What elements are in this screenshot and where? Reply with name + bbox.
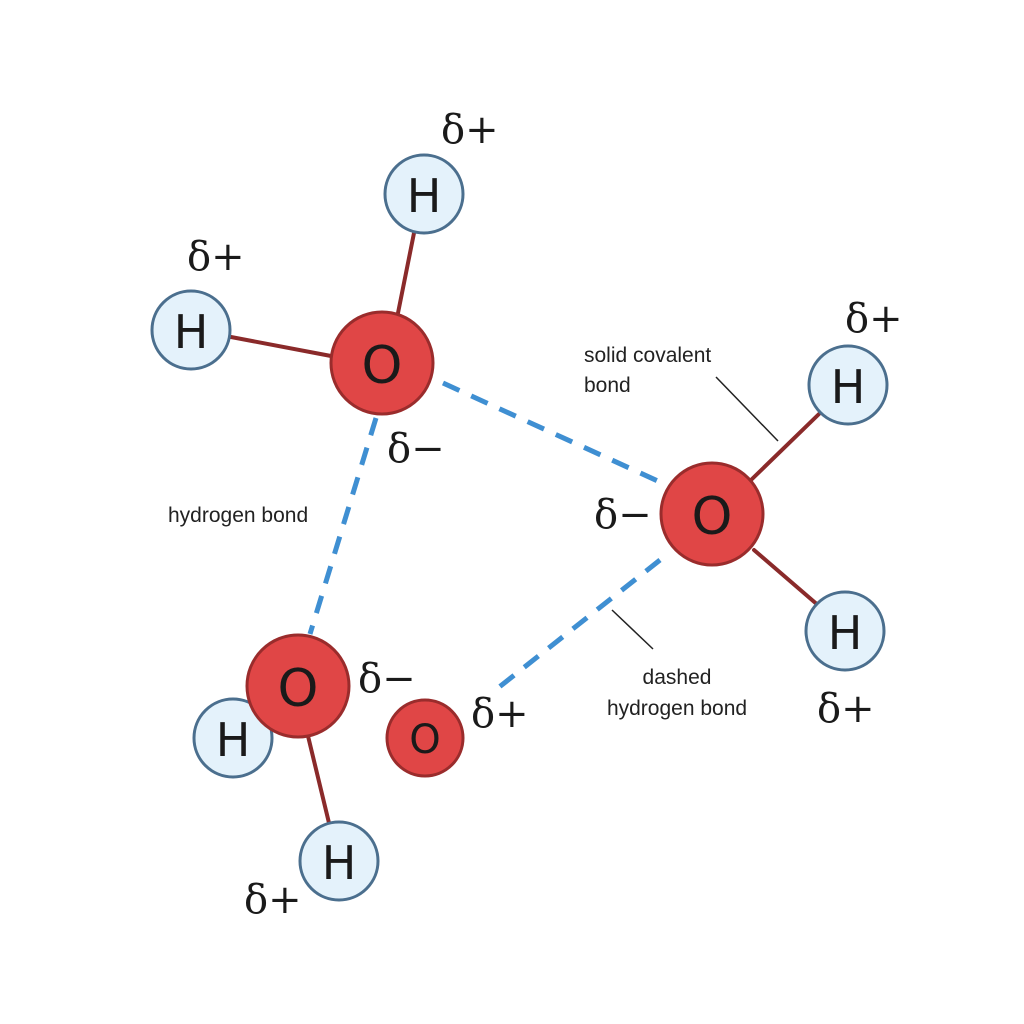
partial-charge-h-right-top: δ+ [845, 296, 903, 342]
hydrogen-bond-o1-o3 [307, 417, 379, 635]
oxygen-atom-bottom-left: O [245, 633, 351, 739]
atom-label: O [409, 717, 440, 763]
covalent-bond-o2-h-bottom [752, 548, 821, 608]
hydrogen-bond-o1-o2 [441, 380, 662, 485]
covalent-bond-o3-h-bottom [306, 734, 331, 825]
atom-label: O [278, 659, 319, 719]
partial-charge-h-bottom: δ+ [244, 877, 302, 923]
partial-charge-h-left: δ+ [187, 234, 245, 280]
hydrogen-atom-top: H [383, 153, 465, 235]
atom-label: H [828, 606, 863, 660]
partial-charge-o-bottom-left: δ− [358, 656, 416, 702]
partial-charge-o-right: δ− [594, 492, 652, 538]
hydrogen-atom-bottom-left: H [192, 697, 274, 779]
leader-line-dashed [611, 609, 654, 650]
hydrogen-atom-left: H [150, 289, 232, 371]
partial-charge-o-top: δ− [387, 426, 445, 472]
partial-charge-o-small: δ+ [471, 691, 529, 737]
oxygen-atom-right: O [659, 461, 765, 567]
annotation-dashed-line1: dashed [643, 666, 712, 689]
atom-label: O [692, 487, 733, 547]
hydrogen-atom-bottom: H [298, 820, 380, 902]
annotation-hydrogen-bond: hydrogen bond [168, 504, 308, 527]
partial-charge-h-right-bottom: δ+ [817, 686, 875, 732]
atom-label: H [174, 305, 209, 359]
covalent-bond-o2-h-top [749, 412, 821, 482]
annotation-solid-covalent-line1: solid covalent [584, 344, 711, 367]
annotation-dashed-line2: hydrogen bond [607, 697, 747, 720]
atom-label: H [322, 836, 357, 890]
hydrogen-bond-o2-o4 [496, 558, 662, 690]
hydrogen-atom-right-top: H [807, 344, 889, 426]
annotation-solid-covalent-line2: bond [584, 374, 631, 397]
leader-line-covalent [715, 376, 779, 442]
atom-label: H [831, 360, 866, 414]
covalent-bond-o1-h-top [396, 231, 416, 315]
hydrogen-atom-right-bottom: H [804, 590, 886, 672]
atom-label: O [362, 336, 403, 396]
partial-charge-h-top: δ+ [441, 107, 499, 153]
covalent-bond-o1-h-left [229, 335, 333, 358]
atom-label: H [407, 169, 442, 223]
atom-label: H [216, 713, 251, 767]
oxygen-atom-small: O [385, 698, 465, 778]
oxygen-atom-top: O [329, 310, 435, 416]
